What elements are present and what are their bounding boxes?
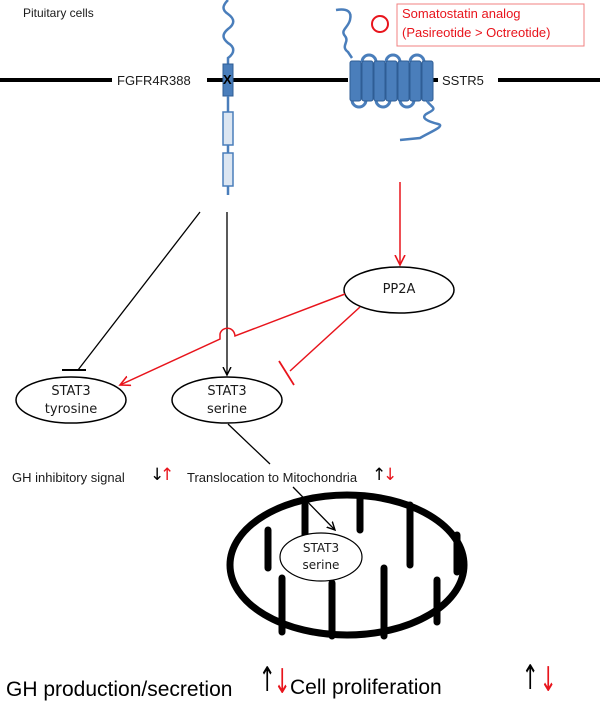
stat3-ser-to-translocation-line [227, 423, 271, 465]
title-label: Pituitary cells [23, 6, 94, 20]
stat3-serine-node [171, 376, 283, 424]
stat3-ser-label-1: STAT3 [207, 384, 247, 399]
cell-proliferation-up-arrow: ↑ [521, 658, 539, 698]
translocation-arrow [292, 486, 335, 530]
translocation-label: Translocation to Mitochondria [187, 470, 358, 485]
stat3-mito-label-1: STAT3 [302, 541, 340, 555]
pp2a-node [343, 266, 455, 314]
sstr5-receptor [335, 8, 442, 142]
fgfr-inhibits-stat3-tyr [77, 211, 201, 371]
gh-production-down-arrow: ↓ [273, 662, 291, 702]
ligand-label-box [396, 3, 585, 47]
cell-proliferation-down-arrow: ↓ [539, 660, 557, 700]
pp2a-inhibits-stat3-ser [289, 306, 361, 372]
stat3-ser-label-2: serine [207, 402, 247, 417]
pp2a-to-stat3-tyr-arrow [120, 293, 346, 385]
gh-inhibitory-down-arrow: ↓ [150, 465, 165, 485]
translocation-up-arrow: ↑ [372, 465, 387, 485]
fgfr4-receptor [222, 0, 235, 195]
stat3-mito-label-2: serine [302, 558, 340, 572]
cell-proliferation-label: Cell proliferation [290, 676, 442, 699]
gh-inhibitory-label: GH inhibitory signal [12, 470, 125, 485]
ligand-label-line2: (Pasireotide > Octreotide) [402, 25, 551, 40]
gh-inhibitory-up-arrow: ↑ [160, 465, 175, 485]
somatostatin-ligand-icon [371, 15, 389, 33]
pp2a-inhibit-bar [278, 360, 295, 386]
stat3-tyrosine-node [15, 376, 127, 424]
fgfr4-mutation-mark: X [223, 72, 232, 87]
stat3-mito-node [279, 532, 363, 582]
gh-production-up-arrow: ↑ [258, 660, 276, 700]
fgfr4-label: FGFR4R388 [117, 73, 191, 88]
translocation-down-arrow: ↓ [383, 465, 398, 485]
stat3-tyr-label-2: tyrosine [44, 402, 98, 417]
sstr5-label: SSTR5 [442, 73, 484, 88]
gh-production-label: GH production/secretion [6, 678, 233, 701]
pp2a-label: PP2A [382, 282, 416, 297]
stat3-tyr-label-1: STAT3 [51, 384, 91, 399]
ligand-label-line1: Somatostatin analog [402, 6, 521, 21]
